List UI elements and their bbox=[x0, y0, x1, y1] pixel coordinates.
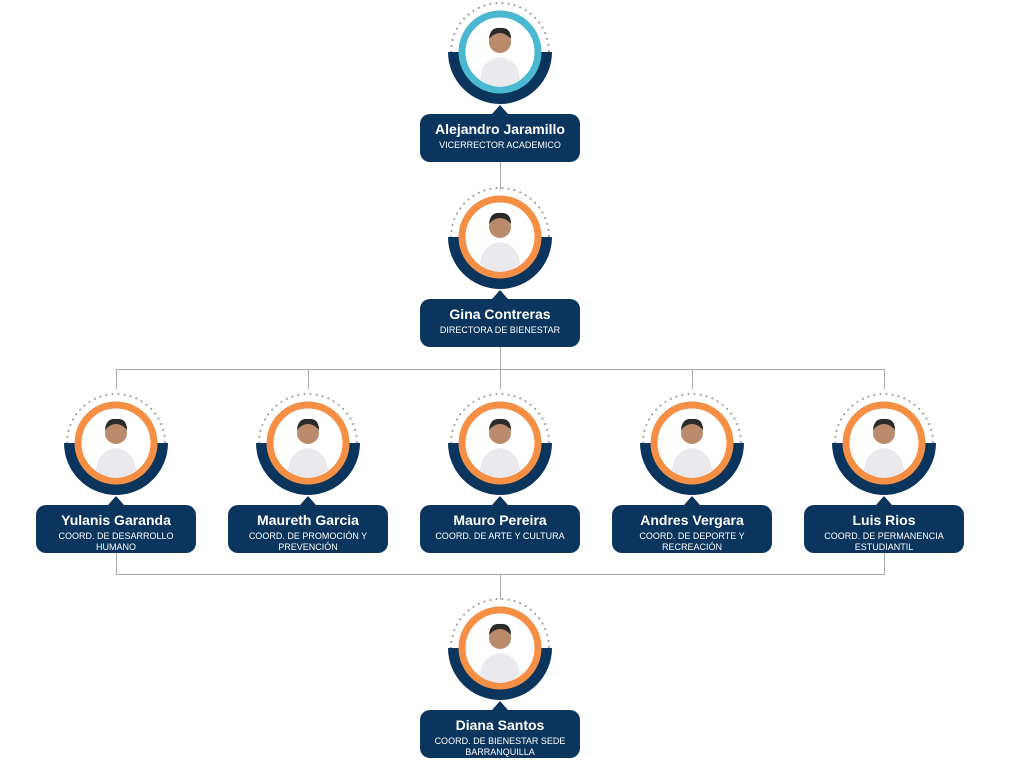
person-role: VICERRECTOR ACADEMICO bbox=[439, 140, 561, 150]
person-role: DIRECTORA DE BIENESTAR bbox=[439, 325, 561, 335]
person-name: Maureth Garcia bbox=[257, 512, 359, 528]
person-name: Mauro Pereira bbox=[453, 512, 547, 528]
connector bbox=[692, 369, 693, 389]
org-node: Luis Rios COORD. DE PERMANENCIA ESTUDIAN… bbox=[804, 388, 964, 553]
name-card: Andres Vergara COORD. DE DEPORTE Y RECRE… bbox=[612, 505, 772, 553]
org-node: Gina Contreras DIRECTORA DE BIENESTAR bbox=[420, 182, 580, 347]
name-card: Maureth Garcia COORD. DE PROMOCIÓN Y PRE… bbox=[228, 505, 388, 553]
person-role: COORD. DE BIENESTAR SEDE BARRANQUILLA bbox=[434, 736, 566, 757]
person-photo-icon bbox=[480, 623, 520, 683]
connector bbox=[116, 369, 117, 389]
connector bbox=[500, 347, 501, 369]
person-role: COORD. DE DESARROLLO HUMANO bbox=[58, 531, 174, 552]
avatar-badge bbox=[256, 393, 360, 505]
connector bbox=[500, 369, 501, 389]
person-photo-icon bbox=[672, 418, 712, 478]
org-node: Alejandro Jaramillo VICERRECTOR ACADEMIC… bbox=[420, 0, 580, 162]
name-card: Diana Santos COORD. DE BIENESTAR SEDE BA… bbox=[420, 710, 580, 758]
name-card: Luis Rios COORD. DE PERMANENCIA ESTUDIAN… bbox=[804, 505, 964, 553]
person-role: COORD. DE DEPORTE Y RECREACIÓN bbox=[639, 531, 745, 552]
person-photo-icon bbox=[480, 27, 520, 87]
avatar-badge bbox=[640, 393, 744, 505]
person-name: Yulanis Garanda bbox=[61, 512, 171, 528]
org-node: Mauro Pereira COORD. DE ARTE Y CULTURA bbox=[420, 388, 580, 553]
person-role: COORD. DE PERMANENCIA ESTUDIANTIL bbox=[824, 531, 944, 552]
person-photo-icon bbox=[480, 212, 520, 272]
person-photo-icon bbox=[864, 418, 904, 478]
avatar-badge bbox=[64, 393, 168, 505]
person-role: COORD. DE PROMOCIÓN Y PREVENCIÓN bbox=[248, 531, 368, 552]
name-card: Gina Contreras DIRECTORA DE BIENESTAR bbox=[420, 299, 580, 347]
connector bbox=[500, 162, 501, 190]
avatar-badge bbox=[448, 2, 552, 114]
org-node: Andres Vergara COORD. DE DEPORTE Y RECRE… bbox=[612, 388, 772, 553]
connector bbox=[884, 369, 885, 389]
connector bbox=[500, 574, 501, 600]
avatar-badge bbox=[448, 187, 552, 299]
person-name: Andres Vergara bbox=[640, 512, 744, 528]
person-photo-icon bbox=[480, 418, 520, 478]
avatar-badge bbox=[832, 393, 936, 505]
person-name: Diana Santos bbox=[455, 717, 545, 733]
connector bbox=[308, 369, 309, 389]
avatar-badge bbox=[448, 598, 552, 710]
avatar-badge bbox=[448, 393, 552, 505]
person-role: COORD. DE ARTE Y CULTURA bbox=[435, 531, 565, 541]
name-card: Alejandro Jaramillo VICERRECTOR ACADEMIC… bbox=[420, 114, 580, 162]
name-card: Mauro Pereira COORD. DE ARTE Y CULTURA bbox=[420, 505, 580, 553]
person-name: Luis Rios bbox=[852, 512, 916, 528]
person-name: Alejandro Jaramillo bbox=[435, 121, 565, 137]
org-node: Diana Santos COORD. DE BIENESTAR SEDE BA… bbox=[420, 593, 580, 758]
person-photo-icon bbox=[96, 418, 136, 478]
person-name: Gina Contreras bbox=[449, 306, 551, 322]
org-node: Maureth Garcia COORD. DE PROMOCIÓN Y PRE… bbox=[228, 388, 388, 553]
connector bbox=[884, 553, 885, 574]
name-card: Yulanis Garanda COORD. DE DESARROLLO HUM… bbox=[36, 505, 196, 553]
person-photo-icon bbox=[288, 418, 328, 478]
org-node: Yulanis Garanda COORD. DE DESARROLLO HUM… bbox=[36, 388, 196, 553]
connector bbox=[116, 553, 117, 574]
